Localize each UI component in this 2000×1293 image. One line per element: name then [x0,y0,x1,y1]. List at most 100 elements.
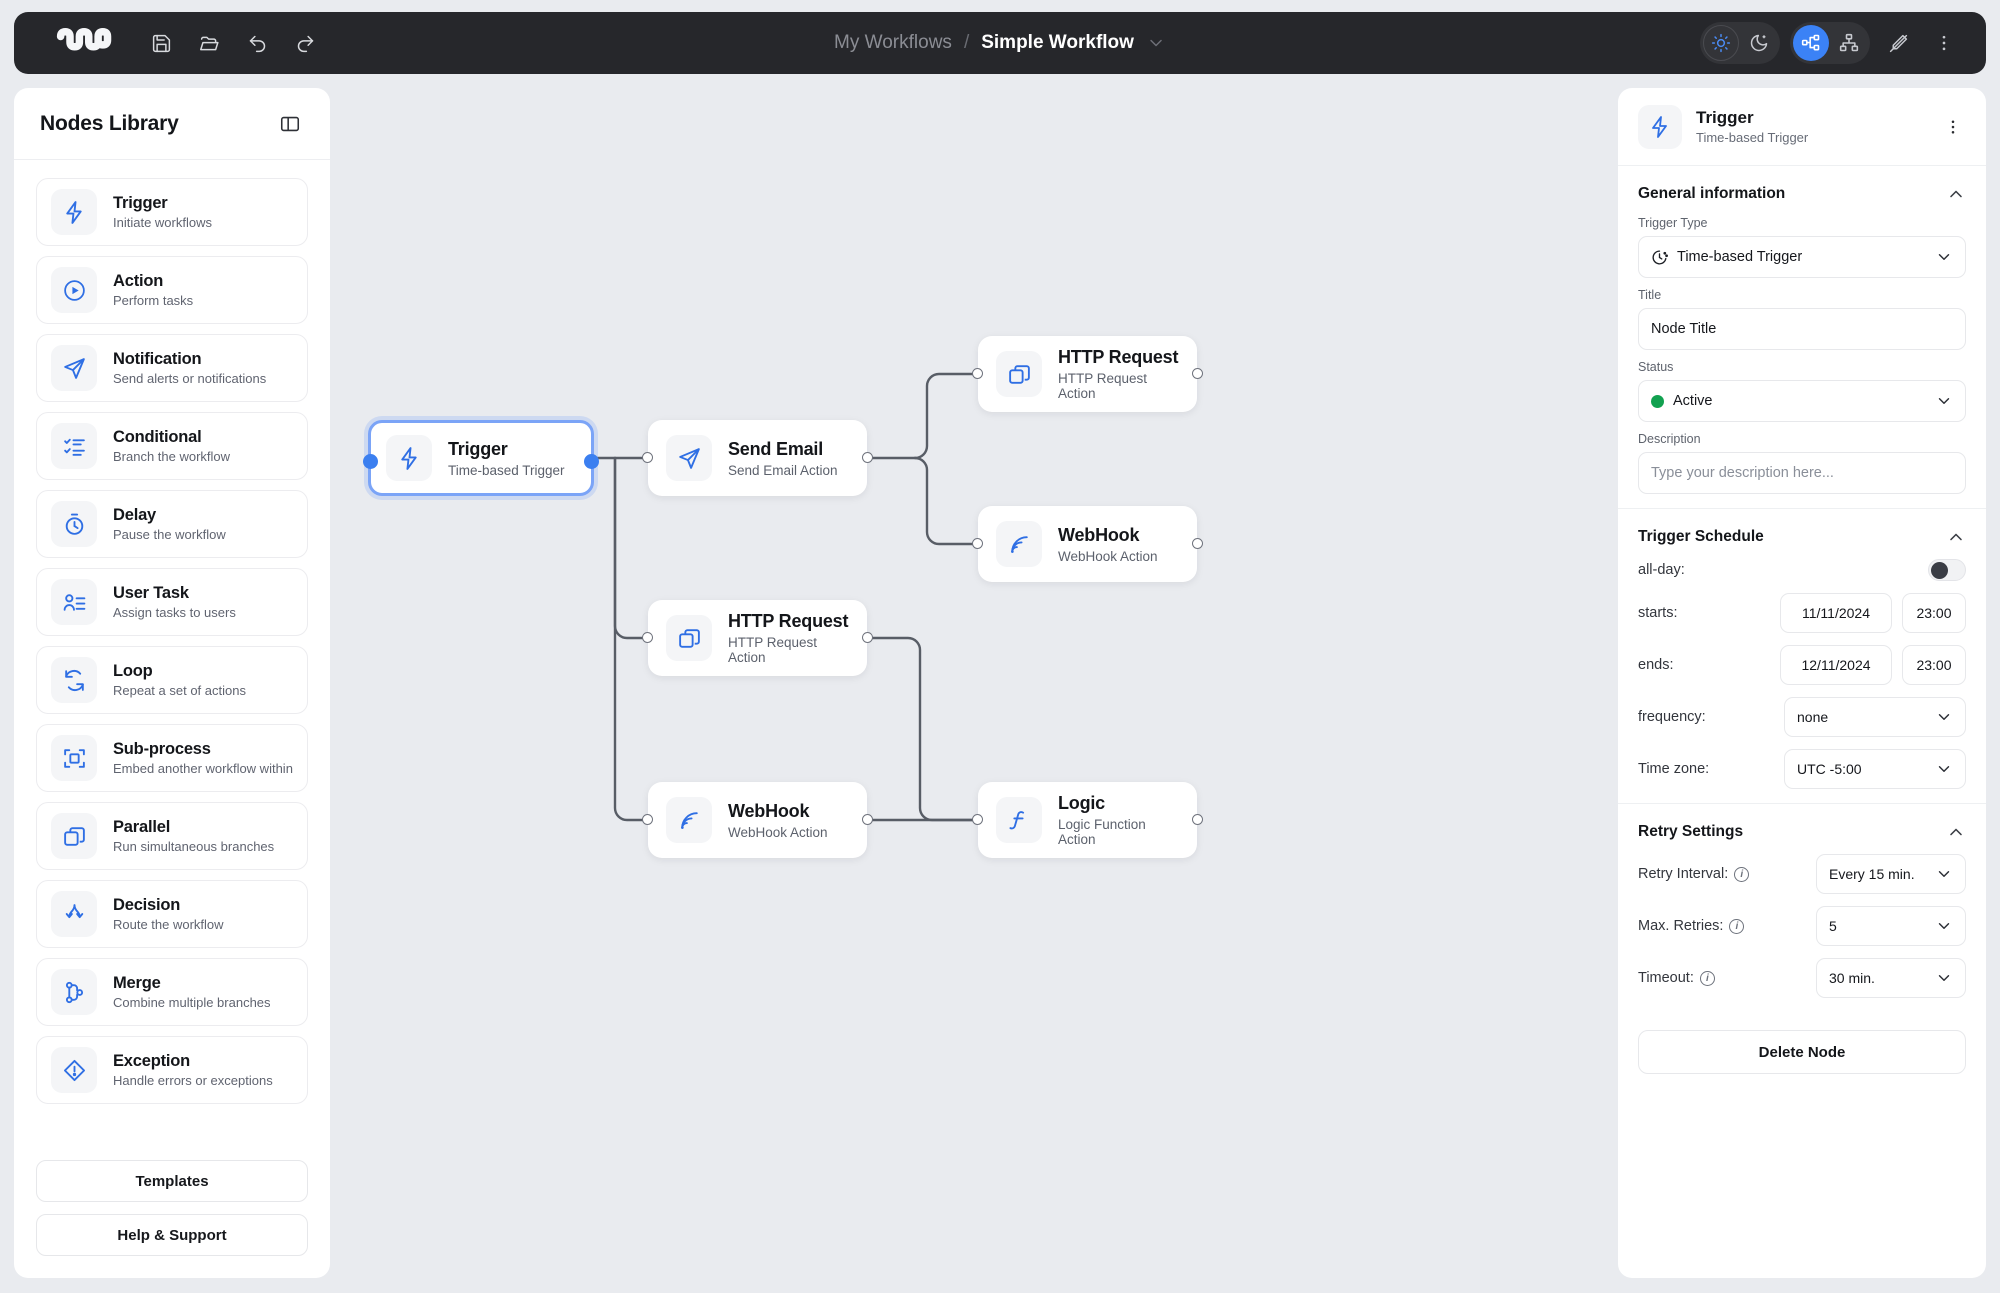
frequency-select[interactable]: none [1784,697,1966,737]
delete-node-button[interactable]: Delete Node [1638,1030,1966,1074]
canvas-node-logic[interactable]: Logic Logic Function Action [972,782,1203,858]
section-retry-settings: Retry Settings Retry Interval: i Every 1… [1618,804,1986,1012]
retry-interval-value: Every 15 min. [1829,866,1915,882]
chevron-down-icon[interactable] [1935,760,1953,778]
section-schedule-header[interactable]: Trigger Schedule [1638,527,1966,547]
node-port-in[interactable] [363,454,378,469]
library-item-exception[interactable]: Exception Handle errors or exceptions [36,1036,308,1104]
library-item-parallel[interactable]: Parallel Run simultaneous branches [36,802,308,870]
breadcrumb: My Workflows / Simple Workflow [834,32,1166,54]
chevron-down-icon[interactable] [1935,917,1953,935]
canvas-node-send-email[interactable]: Send Email Send Email Action [642,420,873,496]
bolt-icon [51,189,97,235]
ends-date-input[interactable]: 12/11/2024 [1780,645,1892,685]
chevron-down-icon[interactable] [1935,392,1953,410]
node-port-out[interactable] [584,454,599,469]
description-textarea[interactable]: Type your description here... [1638,452,1966,494]
library-item-action[interactable]: Action Perform tasks [36,256,308,324]
retry-interval-select[interactable]: Every 15 min. [1816,854,1966,894]
node-port-in[interactable] [972,368,983,379]
node-port-out[interactable] [862,814,873,825]
chevron-down-icon[interactable] [1935,865,1953,883]
timeout-select[interactable]: 30 min. [1816,958,1966,998]
library-item-subtitle: Handle errors or exceptions [113,1073,273,1088]
ends-time-input[interactable]: 23:00 [1902,645,1966,685]
canvas-node-title: HTTP Request [728,611,849,631]
chevron-up-icon[interactable] [1946,822,1966,842]
node-port-in[interactable] [642,814,653,825]
library-item-notification[interactable]: Notification Send alerts or notification… [36,334,308,402]
library-item-subtitle: Branch the workflow [113,449,231,464]
library-item-user-task[interactable]: User Task Assign tasks to users [36,568,308,636]
breadcrumb-current[interactable]: Simple Workflow [981,32,1134,53]
paper-plane-icon [666,435,712,481]
library-item-sub-process[interactable]: Sub-process Embed another workflow withi… [36,724,308,792]
undo-icon[interactable] [240,26,274,60]
section-retry-header[interactable]: Retry Settings [1638,822,1966,842]
panel-collapse-icon[interactable] [276,110,304,138]
library-item-delay[interactable]: Delay Pause the workflow [36,490,308,558]
all-day-toggle[interactable] [1928,559,1966,581]
info-icon[interactable]: i [1699,970,1715,986]
save-icon[interactable] [144,26,178,60]
library-item-title: Action [113,272,164,290]
node-port-out[interactable] [1192,368,1203,379]
canvas-node-webhook-bottom[interactable]: WebHook WebHook Action [642,782,873,858]
library-item-merge[interactable]: Merge Combine multiple branches [36,958,308,1026]
library-item-loop[interactable]: Loop Repeat a set of actions [36,646,308,714]
trigger-type-select[interactable]: Time-based Trigger [1638,236,1966,278]
chevron-down-icon[interactable] [1935,248,1953,266]
starts-time-input[interactable]: 23:00 [1902,593,1966,633]
chevron-down-icon[interactable] [1935,708,1953,726]
library-item-trigger[interactable]: Trigger Initiate workflows [36,178,308,246]
timezone-select[interactable]: UTC -5:00 [1784,749,1966,789]
more-vertical-icon[interactable] [1926,25,1962,61]
vertical-layout-icon[interactable] [1831,25,1867,61]
templates-button[interactable]: Templates [36,1160,308,1202]
help-support-button[interactable]: Help & Support [36,1214,308,1256]
toggle-knob [1931,561,1948,579]
node-port-out[interactable] [862,632,873,643]
edit-off-icon[interactable] [1880,25,1916,61]
horizontal-layout-icon[interactable] [1793,25,1829,61]
max-retries-select[interactable]: 5 [1816,906,1966,946]
redo-icon[interactable] [288,26,322,60]
node-port-in[interactable] [972,814,983,825]
section-general-header[interactable]: General information [1638,184,1966,204]
library-item-conditional[interactable]: Conditional Branch the workflow [36,412,308,480]
node-port-out[interactable] [862,452,873,463]
chevron-down-icon[interactable] [1146,33,1166,53]
status-value: Active [1673,393,1713,409]
canvas-node-trigger[interactable]: Trigger Time-based Trigger [363,420,599,496]
chevron-down-icon[interactable] [1935,969,1953,987]
title-input[interactable]: Node Title [1638,308,1966,350]
starts-date-input[interactable]: 11/11/2024 [1780,593,1892,633]
node-port-in[interactable] [642,452,653,463]
canvas-node-http-request-mid[interactable]: HTTP Request HTTP Request Action [642,600,873,676]
chevron-up-icon[interactable] [1946,184,1966,204]
node-port-out[interactable] [1192,538,1203,549]
library-item-decision[interactable]: Decision Route the workflow [36,880,308,948]
canvas-node-subtitle: WebHook Action [728,824,828,840]
sun-icon[interactable] [1703,25,1739,61]
more-vertical-icon[interactable] [1940,114,1966,140]
status-select[interactable]: Active [1638,380,1966,422]
node-port-out[interactable] [1192,814,1203,825]
chevron-up-icon[interactable] [1946,527,1966,547]
clock-icon [1651,249,1668,266]
retry-interval-row: Retry Interval: i Every 15 min. [1638,854,1966,894]
canvas-node-http-request-top[interactable]: HTTP Request HTTP Request Action [972,336,1203,412]
node-port-in[interactable] [972,538,983,549]
breadcrumb-parent[interactable]: My Workflows [834,32,952,53]
open-folder-icon[interactable] [192,26,226,60]
workflow-logo[interactable] [56,28,114,58]
canvas-node-webhook-top[interactable]: WebHook WebHook Action [972,506,1203,582]
moon-icon[interactable] [1741,25,1777,61]
node-port-in[interactable] [642,632,653,643]
canvas-node-title: Send Email [728,438,824,459]
info-icon[interactable]: i [1734,866,1750,882]
git-merge-icon [51,969,97,1015]
info-icon[interactable]: i [1729,918,1745,934]
workflow-canvas[interactable]: Trigger Time-based Trigger Send Email Se… [330,88,1610,1278]
inspector-header: Trigger Time-based Trigger [1618,88,1986,166]
